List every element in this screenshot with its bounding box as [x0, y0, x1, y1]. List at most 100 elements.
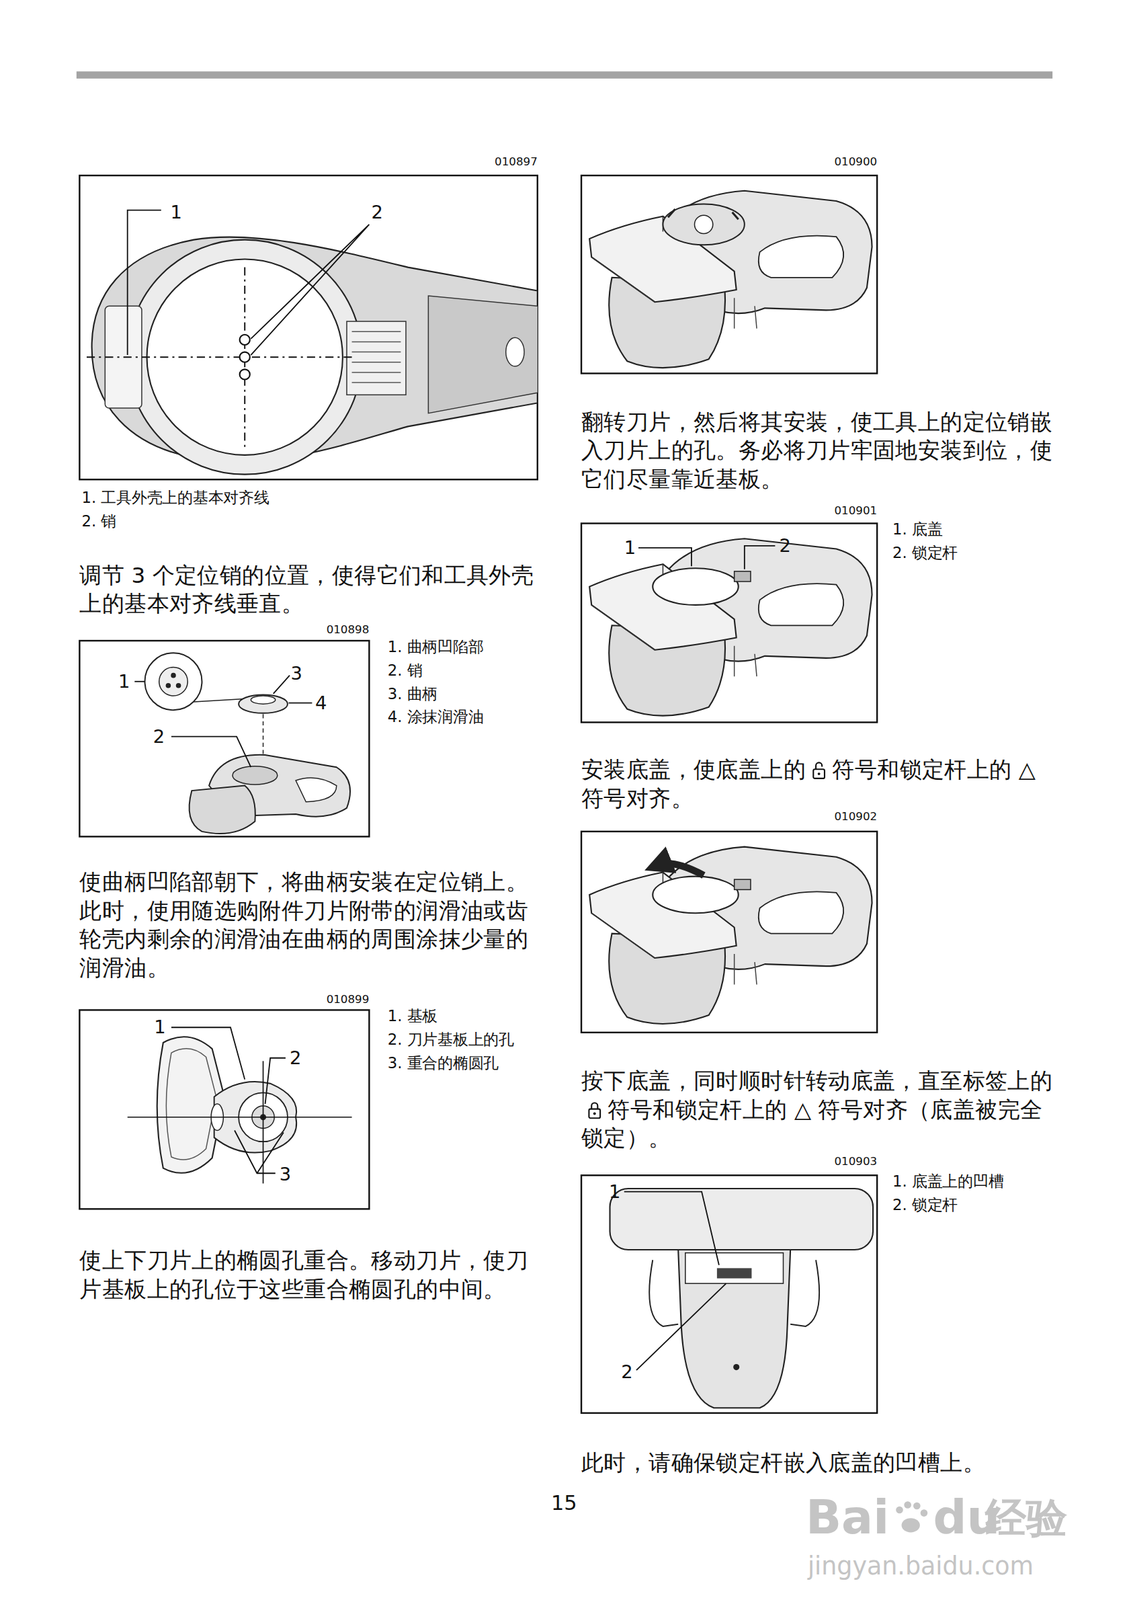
figure-part	[193, 698, 245, 703]
figure-part	[239, 352, 250, 363]
figure-part	[733, 1363, 740, 1370]
callout-number: 3	[279, 1161, 300, 1186]
figure-part	[346, 321, 406, 395]
keyhole	[593, 1111, 597, 1115]
part-legend-item: 3. 重合的椭圆孔	[387, 1053, 562, 1074]
figure-010901	[581, 523, 877, 723]
instruction-text: 010897	[435, 155, 538, 171]
callout-number: 1	[170, 199, 191, 224]
figure-part	[744, 545, 776, 570]
part-legend-item: 4. 涂抹润滑油	[387, 707, 552, 728]
figure-part	[79, 175, 537, 480]
figure-part	[678, 1249, 791, 1408]
callout-number: 2	[153, 723, 174, 748]
instruction-text: 安装底盖，使底盖上的	[581, 756, 806, 783]
part-legend-item: 2. 刀片基板上的孔	[387, 1030, 562, 1051]
part-legend-item: 2. 锁定杆	[892, 1195, 1076, 1216]
lock-shackle	[591, 1102, 598, 1109]
figure-part	[79, 1009, 369, 1209]
part-legend-item: 3. 曲柄	[387, 684, 552, 705]
page-number: 15	[540, 1489, 588, 1516]
figure-part	[652, 876, 738, 914]
watermark-text: jingyan.baidu.com	[807, 1550, 1074, 1582]
figure-part	[581, 831, 877, 1033]
figure-part	[428, 295, 537, 414]
figure-part	[262, 713, 265, 757]
instruction-text: 按下底盖，同时顺时针转动底盖，直至标签上的	[581, 1067, 1053, 1094]
figure-part	[913, 1501, 921, 1510]
figure-part	[159, 667, 188, 696]
part-legend-item: 2. 锁定杆	[892, 543, 1066, 564]
figure-part	[86, 356, 353, 358]
figure-part	[581, 1174, 877, 1413]
figure-part	[662, 204, 744, 246]
figure-part	[134, 680, 145, 683]
figure-part	[920, 1508, 929, 1517]
figure-part	[239, 368, 250, 380]
figure-code: 010901	[774, 504, 877, 519]
figure-010899	[79, 1009, 369, 1209]
part-legend-item: 1. 底盖上的凹槽	[892, 1172, 1076, 1193]
instruction-paragraph: 安装底盖，使底盖上的符号和锁定杆上的 △ 符号对齐。	[581, 756, 1055, 814]
instruction-text: 010899	[267, 992, 370, 1008]
figure-part	[734, 879, 751, 890]
callout-number: 1	[608, 1178, 630, 1203]
lock-shackle	[815, 762, 822, 769]
instruction-text: 010898	[267, 622, 370, 638]
figure-part	[589, 190, 872, 368]
figure-part	[250, 224, 369, 355]
watermark-paw	[895, 1500, 928, 1532]
figure-part	[171, 736, 251, 768]
figure-010900	[581, 175, 877, 373]
figure-part	[667, 208, 739, 220]
instruction-text: 调节 3 个定位销的位置，使得它们和工具外壳上的基本对齐线垂直。	[79, 561, 544, 619]
figure-part	[685, 1252, 784, 1284]
part-legend-item: 1. 基板	[387, 1006, 562, 1027]
callout-number: 1	[153, 1014, 175, 1039]
instruction-text: 此时，请确保锁定杆嵌入底盖的凹槽上。	[581, 1448, 1055, 1477]
watermark-text: Bai	[805, 1487, 908, 1549]
figure-010897	[79, 175, 537, 480]
figure-part	[234, 1130, 284, 1174]
callout-number: 1	[118, 669, 139, 693]
figure-part	[589, 846, 872, 1024]
figure-part	[165, 1048, 216, 1160]
callout-number: 1	[624, 535, 645, 560]
part-legend-item: 2. 销	[81, 512, 286, 533]
figure-part	[901, 1517, 921, 1532]
figure-part	[157, 1036, 225, 1173]
figure-part	[171, 1026, 245, 1079]
figure-part	[127, 1116, 353, 1118]
lock-body	[588, 1108, 601, 1119]
figure-part	[238, 694, 288, 713]
instruction-text: 翻转刀片，然后将其安装，使工具上的定位销嵌入刀片上的孔。务必将刀片牢固地安装到位…	[581, 407, 1055, 494]
figure-part	[352, 331, 402, 383]
callout-number: 4	[315, 690, 336, 714]
figure-part	[652, 567, 738, 605]
watermark-text: du	[933, 1487, 995, 1549]
figure-part	[79, 640, 369, 836]
figure-part	[295, 777, 337, 802]
figure-010898	[79, 640, 369, 836]
part-legend-item: 1. 工具外壳上的基本对齐线	[81, 488, 388, 509]
part-legend-item: 2. 销	[387, 660, 552, 681]
figure-code: 010902	[774, 809, 877, 825]
figure-part	[624, 1191, 720, 1265]
figure-part	[239, 334, 250, 345]
figure-part	[581, 175, 877, 373]
callout-number: 2	[289, 1045, 310, 1070]
figure-part	[734, 571, 751, 582]
callout-number: 3	[290, 660, 312, 685]
figure-part	[895, 1506, 904, 1514]
figure-part	[176, 682, 182, 689]
figure-part	[144, 652, 202, 710]
part-legend-item: 1. 底盖	[892, 520, 1066, 541]
figure-part	[717, 1267, 752, 1278]
figure-part	[232, 766, 278, 785]
keyhole	[817, 772, 821, 775]
figure-part	[636, 1282, 727, 1370]
instruction-text: 使曲柄凹陷部朝下，将曲柄安装在定位销上。此时，使用随选购附件刀片附带的润滑油或齿…	[79, 867, 544, 982]
unlock-symbol	[811, 760, 826, 779]
